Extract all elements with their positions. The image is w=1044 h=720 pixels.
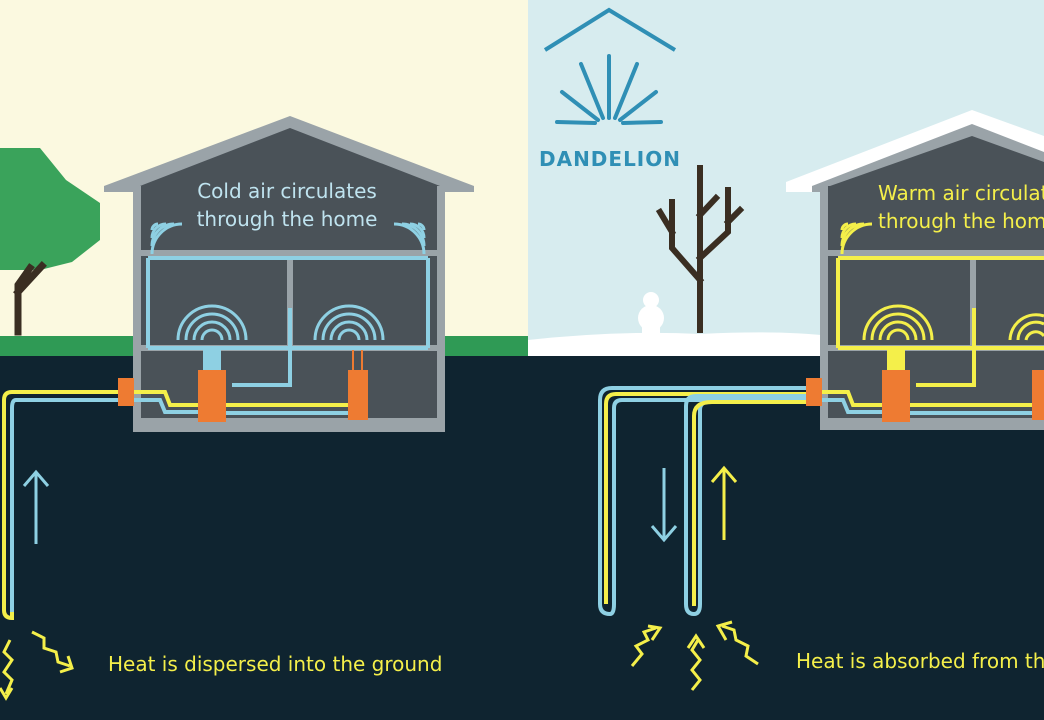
summer-heat-pump bbox=[198, 370, 226, 422]
heat-wave-icon bbox=[176, 304, 385, 341]
snowman-icon bbox=[638, 292, 664, 334]
heat-wave-icon bbox=[840, 222, 873, 255]
winter-house-caption-line2: through the home bbox=[878, 209, 1044, 233]
summer-house-caption-line1: Cold air circulates bbox=[197, 179, 377, 203]
winter-ground-caption: Heat is absorbed from the ground bbox=[796, 649, 1044, 673]
winter-heat-exchanger bbox=[806, 378, 822, 406]
winter-house-caption-line1: Warm air circulates bbox=[878, 181, 1044, 205]
summer-heat-exchanger bbox=[118, 378, 134, 406]
summer-ground-caption: Heat is dispersed into the ground bbox=[108, 652, 442, 676]
winter-ground-loop bbox=[598, 386, 806, 617]
winter-snow bbox=[528, 332, 830, 356]
winter-water-tank bbox=[1032, 370, 1044, 420]
summer-ground-loop bbox=[2, 390, 118, 621]
heat-wave-icon bbox=[150, 222, 426, 255]
summer-water-tank bbox=[348, 370, 368, 420]
arrow-up-icon bbox=[22, 469, 50, 544]
bare-tree-icon bbox=[655, 165, 745, 333]
brand-name: DANDELION bbox=[539, 147, 681, 171]
winter-heat-pump bbox=[882, 370, 910, 422]
squiggle-heat-arrow-icon bbox=[0, 630, 74, 701]
dandelion-logo-icon bbox=[543, 7, 677, 125]
arrow-down-icon bbox=[650, 468, 678, 543]
summer-house-caption-line2: through the home bbox=[197, 207, 378, 231]
arrow-up-icon bbox=[710, 465, 738, 540]
tree-icon bbox=[0, 148, 100, 336]
winter-house bbox=[786, 110, 1044, 430]
squiggle-heat-arrow-icon bbox=[630, 620, 759, 691]
heat-wave-icon bbox=[862, 304, 1044, 341]
summer-house bbox=[104, 116, 474, 432]
